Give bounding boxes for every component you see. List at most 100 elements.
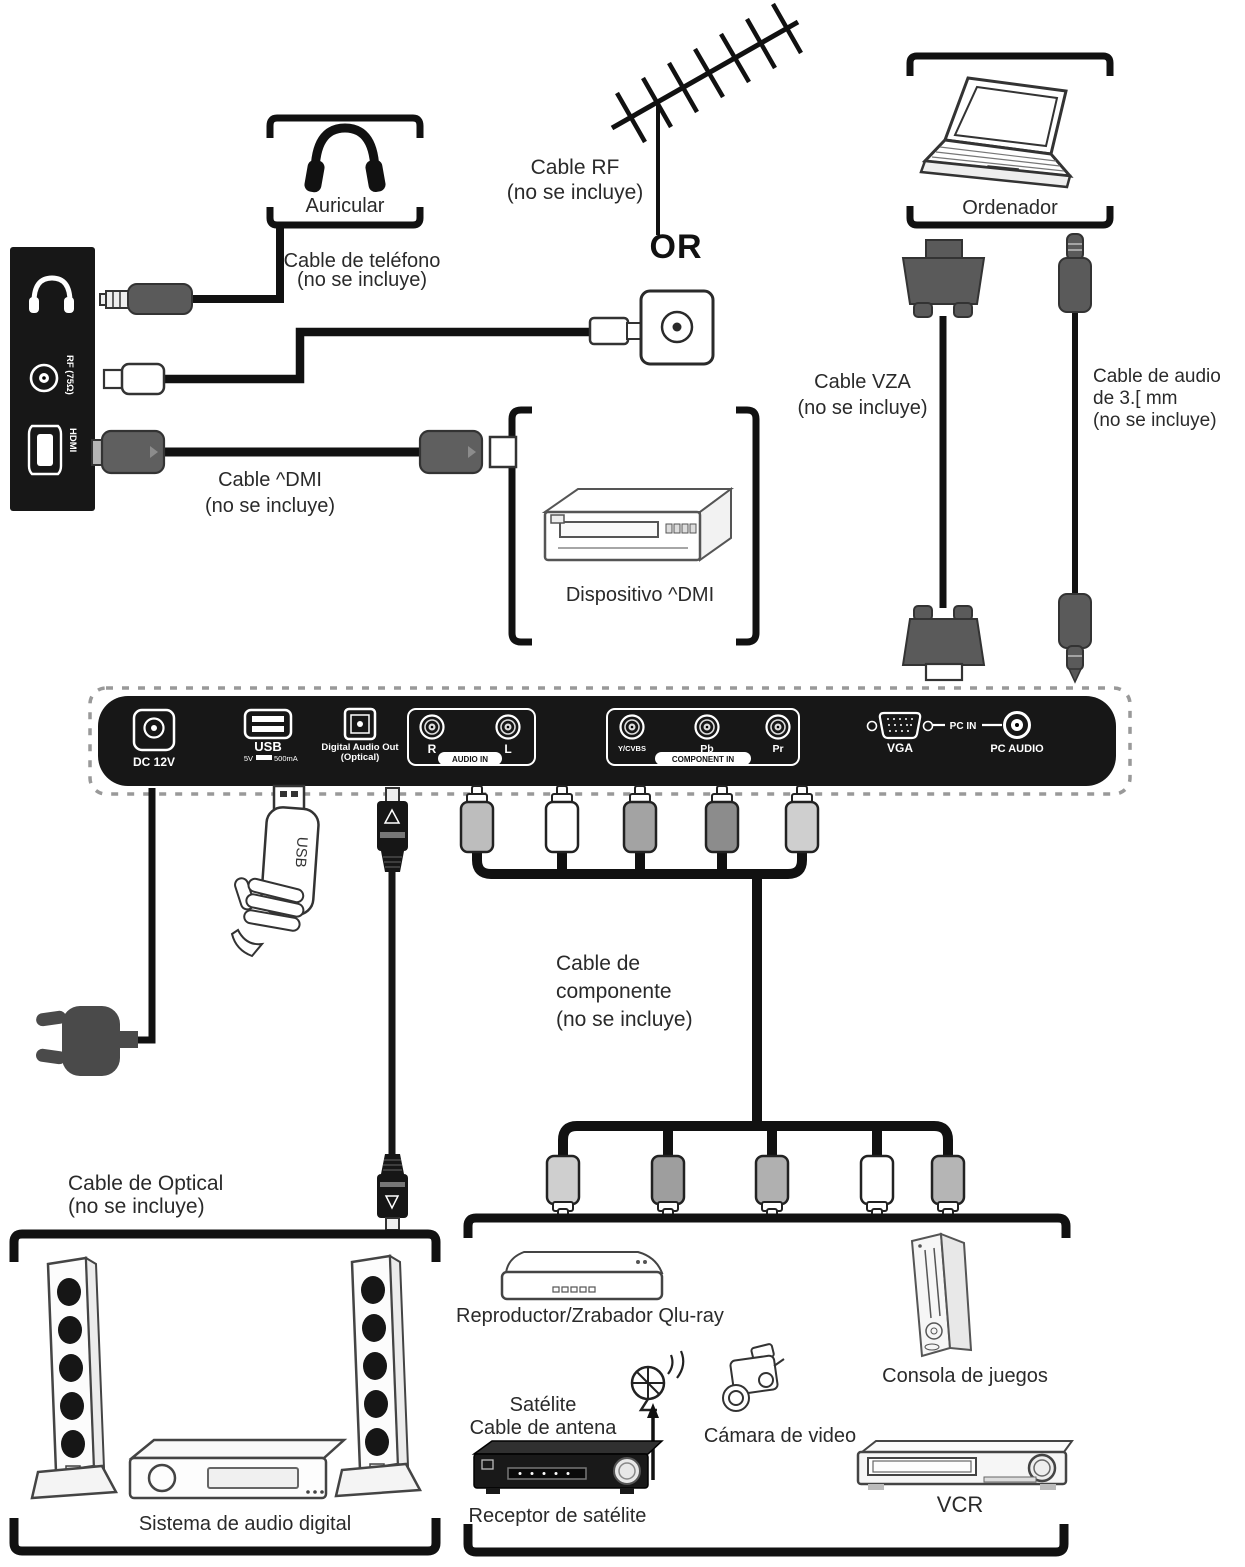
antenna-icon [610,2,803,235]
laptop-icon [919,76,1074,189]
rca-plug [459,784,495,854]
bracket-bottom [463,1524,1069,1557]
hdmi-port-label: HDMI [67,428,78,452]
panel-dashed-border [88,686,1132,796]
bracket-top [266,114,424,138]
dc-power-cable [36,788,156,1076]
rf-port-icon [29,363,59,393]
label-or: OR [649,228,703,266]
label-satelite: Satélite Cable de antena [458,1394,628,1440]
usb-port: USB 5V 500mA [243,708,298,763]
rca-plug [930,1154,966,1221]
pc-audio-cable [1058,233,1092,684]
ordenador-group [906,52,1114,229]
label-cable-componente-line3: (no se incluye) [556,1008,693,1031]
rca-plug [784,784,820,854]
speaker-left-icon [30,1256,118,1500]
label-dispositivo-hdmi: Dispositivo ^DMI [565,584,715,606]
component-in-group: Y/CVBS Pb Pr COMPONENT IN [606,708,800,766]
label-cable-componente-line1: Cable de [556,952,641,975]
svg-text:PC IN: PC IN [950,721,977,732]
label-consola: Consola de juegos [882,1365,1048,1387]
dc-port: DC 12V [132,708,176,769]
label-cable-audio-line3: (no se incluye) [1093,410,1217,431]
optical-cable [377,787,408,1231]
tv-back-panel: DC 12V USB 5V 500mA Digital Audio Out (O… [88,686,1132,796]
label-ordenador: Ordenador [962,197,1058,219]
bracket-top [9,1229,441,1262]
svg-text:Digital Audio Out: Digital Audio Out [321,742,399,753]
pc-in-link: PC IN [933,721,1002,732]
label-cable-telefono-line1: Cable de teléfono [283,250,441,272]
label-cable-rf-line2: (no se incluye) [506,181,644,204]
label-cable-hdmi: Cable ^DMI (no se incluye) [180,467,360,519]
hdmi-device-icon [541,487,735,562]
svg-text:R: R [428,742,437,756]
label-satelite-line2: Cable de antena [469,1417,617,1439]
label-cable-rf: Cable RF (no se incluye) [480,155,670,205]
label-auricular: Auricular [305,195,385,217]
label-cable-vza-line1: Cable VZA [814,371,911,393]
rca-plug [704,784,740,854]
label-cable-audio-line1: Cable de audio [1093,366,1221,387]
label-cable-optical: Cable de Optical (no se incluye) [68,1172,268,1218]
label-cable-audio: Cable de audio de 3.[ mm (no se incluye) [1093,366,1245,432]
svg-text:(Optical): (Optical) [341,752,380,763]
game-console-icon [910,1232,973,1358]
bracket-top [906,52,1114,76]
svg-text:AUDIO IN: AUDIO IN [452,755,488,764]
label-cable-telefono: Cable de teléfono (no se incluye) [262,250,462,290]
label-cable-vza: Cable VZA (no se incluye) [770,369,955,421]
hand-icon [230,877,305,958]
label-cable-componente-line2: componente [556,980,672,1003]
hdmi-adapter [488,435,518,469]
label-reproductor: Reproductor/Zrabador Qlu-ray [456,1305,724,1327]
svg-text:L: L [504,742,511,756]
rf-port-label: RF (75Ω) [64,355,75,395]
component-cable-upper [459,784,820,1128]
svg-text:500mA: 500mA [274,754,298,763]
svg-text:VGA: VGA [887,741,913,755]
label-cable-optical-line2: (no se incluye) [68,1195,205,1218]
rca-plug [754,1154,790,1221]
audio-in-group: R L AUDIO IN [407,708,536,766]
label-vcr: VCR [936,1492,984,1517]
satellite-receiver-icon [471,1440,664,1494]
bracket-top [463,1213,1071,1238]
bracket-bottom [906,206,1114,229]
headphones-icon [304,123,386,193]
satellite-dish-icon [630,1350,685,1412]
label-cable-hdmi-line2: (no se incluye) [204,495,336,517]
rca-plug [622,784,658,854]
label-cable-optical-line1: Cable de Optical [68,1172,224,1195]
component-cable-lower [545,1121,966,1221]
svg-text:Pr: Pr [772,743,783,755]
vga-cable [901,239,986,682]
label-camara: Cámara de video [703,1425,857,1447]
pc-audio-port: PC AUDIO [990,711,1044,755]
svg-text:Y/CVBS: Y/CVBS [618,744,646,753]
rca-plug [650,1154,686,1221]
usb-stick-label: USB [292,836,311,868]
auricular-group [266,114,424,229]
svg-text:DC 12V: DC 12V [133,755,175,769]
label-satelite-line1: Satélite [509,1394,577,1416]
svg-text:5V: 5V [244,754,253,763]
rca-plug [544,784,580,854]
rca-plug [545,1154,581,1221]
vcr-icon [856,1440,1074,1490]
vga-port: VGA [866,711,934,755]
usb-stick: USB [230,784,320,958]
svg-text:PC AUDIO: PC AUDIO [990,743,1044,755]
dispositivo-hdmi-group [488,406,760,646]
speaker-right-icon [334,1254,422,1498]
label-cable-hdmi-line1: Cable ^DMI [218,469,322,491]
bracket-bottom [9,1518,441,1556]
label-cable-audio-line2: de 3.[ mm [1093,388,1178,409]
hdmi-port-icon [27,424,63,476]
rca-plug [859,1154,895,1221]
optical-port: Digital Audio Out (Optical) [321,707,399,763]
antenna-wall-outlet [639,289,715,366]
bluray-player-icon [500,1251,664,1301]
